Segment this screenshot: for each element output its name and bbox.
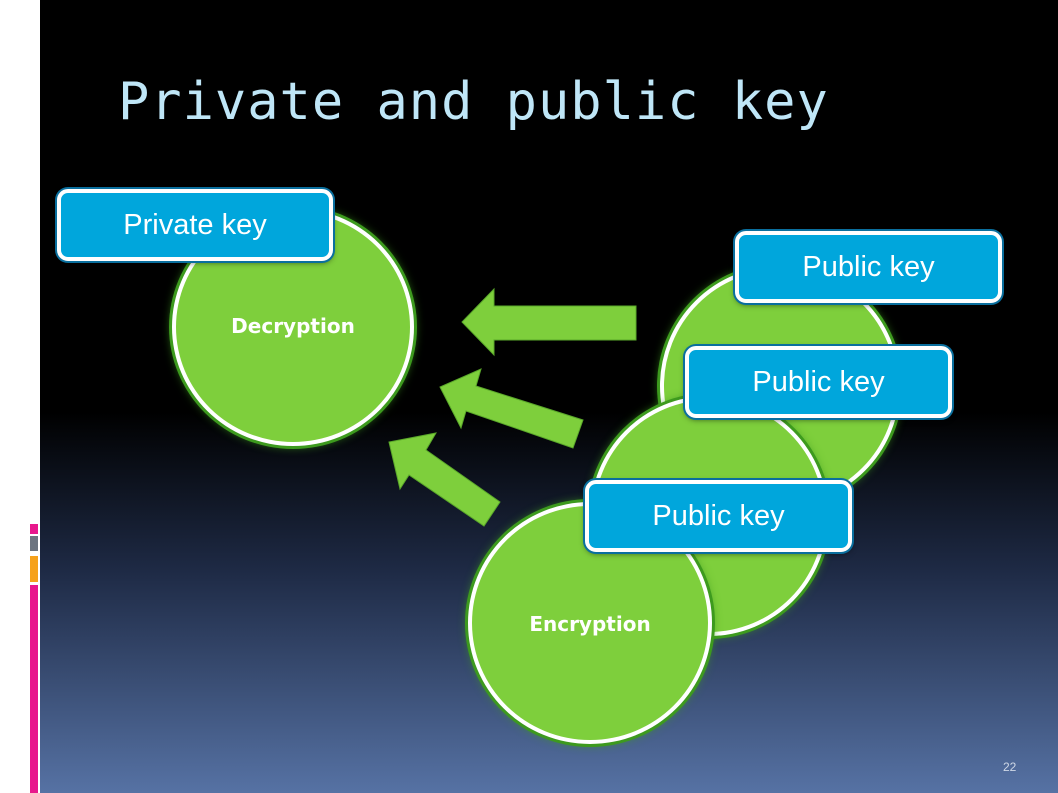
slide-number: 22 bbox=[1003, 760, 1017, 774]
public-key-badge-1: Public key bbox=[735, 231, 1002, 303]
slide-title: Private and public key bbox=[118, 72, 829, 132]
public-key-label-3: Public key bbox=[652, 499, 785, 532]
public-key-badge-3: Public key bbox=[585, 480, 852, 552]
accent-bar-orange bbox=[30, 556, 38, 582]
arrow-bottom bbox=[388, 432, 501, 527]
accent-bar-gray bbox=[30, 536, 38, 551]
public-key-label-1: Public key bbox=[802, 250, 935, 283]
public-key-label-2: Public key bbox=[752, 365, 885, 398]
arrow-top bbox=[461, 287, 637, 357]
private-key-label: Private key bbox=[123, 208, 267, 241]
public-key-badge-2: Public key bbox=[685, 346, 952, 418]
accent-bar-magenta-top bbox=[30, 524, 38, 534]
accent-bar-magenta-long bbox=[30, 585, 38, 793]
decryption-label: Decryption bbox=[231, 314, 355, 338]
private-key-badge: Private key bbox=[57, 189, 333, 261]
encryption-label: Encryption bbox=[529, 612, 651, 636]
arrow-middle bbox=[439, 368, 584, 449]
